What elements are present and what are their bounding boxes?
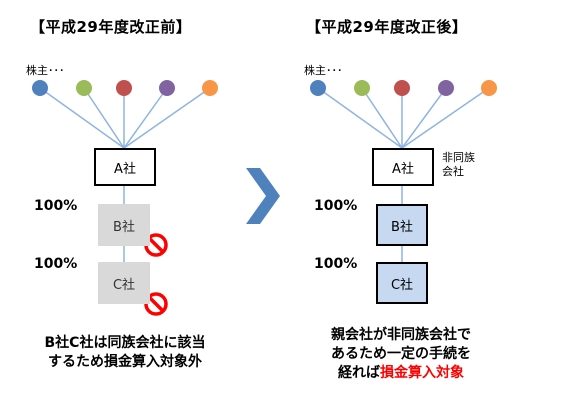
- right-caption: 親会社が非同族会社で あるため一定の手続を 経れば損金算入対象: [296, 326, 506, 383]
- shareholder-dot: [116, 80, 132, 96]
- right-shareholders: [310, 80, 497, 96]
- right-caption-line2: あるため一定の手続を: [331, 346, 471, 362]
- shareholder-dot: [202, 80, 218, 96]
- caption-prefix: 経れば: [338, 365, 380, 381]
- right-caption-line3: 経れば損金算入対象: [296, 364, 506, 383]
- left-shareholders-label: 株主･･･: [26, 64, 65, 77]
- shareholder-dot: [32, 80, 48, 96]
- left-caption-line2: するため損金算入対象外: [48, 354, 202, 370]
- right-title: 【平成29年度改正後】: [306, 18, 468, 36]
- company-c-label: C社: [112, 277, 136, 293]
- right-company-a: A社: [372, 148, 434, 186]
- right-company-b: B社: [376, 204, 428, 246]
- company-b-label: B社: [113, 219, 135, 235]
- non-family-line1: 非同族: [442, 151, 475, 164]
- right-caption-line1: 親会社が非同族会社で: [331, 327, 471, 343]
- non-family-line2: 会社: [442, 165, 464, 178]
- shareholder-dot: [438, 80, 454, 96]
- company-c-label: C社: [390, 277, 414, 293]
- left-shareholders: [32, 80, 218, 96]
- right-arrow-icon: [246, 168, 280, 224]
- shareholder-dot: [159, 80, 175, 96]
- left-shareholder-links: [39, 87, 211, 149]
- company-a-label: A社: [392, 161, 414, 177]
- left-pct-c: 100%: [34, 256, 78, 272]
- shareholder-dot: [354, 80, 370, 96]
- right-shareholder-links: [317, 87, 490, 149]
- left-caption: B社C社は同族会社に該当 するため損金算入対象外: [14, 334, 236, 372]
- company-a-label: A社: [114, 161, 136, 177]
- right-shareholders-label: 株主･･･: [304, 64, 343, 77]
- right-pct-c: 100%: [314, 256, 358, 272]
- left-company-b: B社: [98, 204, 150, 246]
- left-caption-line1: B社C社は同族会社に該当: [44, 335, 206, 351]
- company-b-label: B社: [391, 219, 413, 235]
- left-pct-b: 100%: [34, 198, 78, 214]
- shareholder-dot: [310, 80, 326, 96]
- shareholder-dot: [394, 80, 410, 96]
- right-company-c: C社: [376, 262, 428, 304]
- shareholder-dot: [76, 80, 92, 96]
- left-company-a: A社: [94, 148, 156, 186]
- left-title: 【平成29年度改正前】: [30, 18, 192, 36]
- right-pct-b: 100%: [314, 198, 358, 214]
- shareholder-dot: [481, 80, 497, 96]
- prohibition-icon: [144, 292, 168, 316]
- left-company-c: C社: [98, 262, 150, 304]
- non-family-company-note: 非同族 会社: [442, 151, 475, 179]
- deductible-highlight: 損金算入対象: [380, 365, 464, 381]
